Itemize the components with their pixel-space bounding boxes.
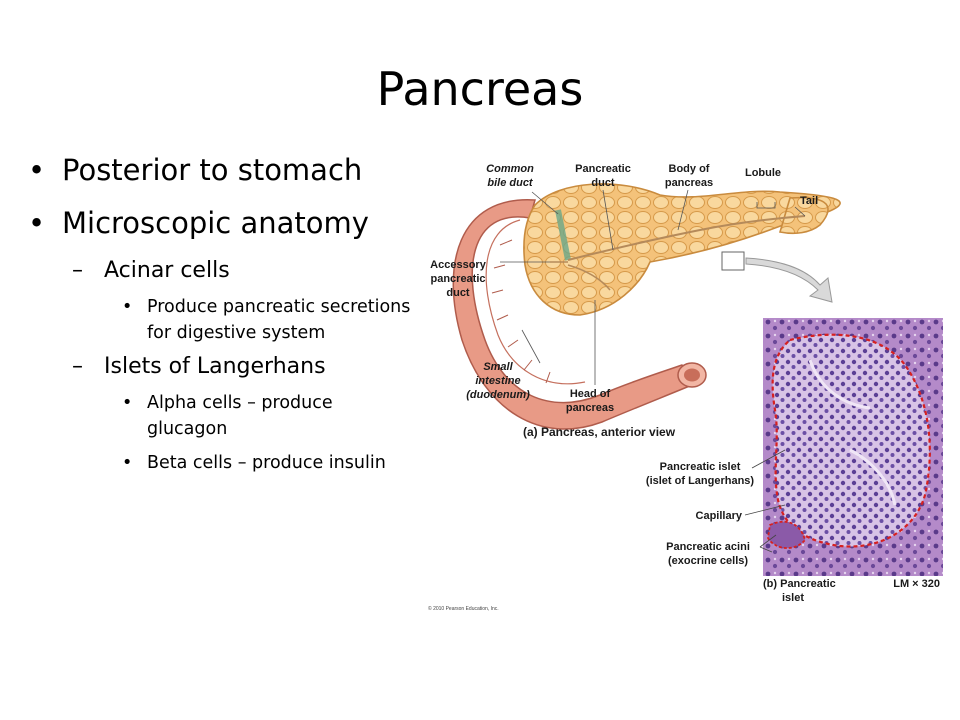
label-magnification: LM × 320 <box>893 578 940 590</box>
islet-micrograph <box>763 318 943 576</box>
sub-sub-bullet-acinar-desc: Produce pancreatic secretions for digest… <box>22 294 412 346</box>
bullet-posterior: Posterior to stomach <box>22 150 412 190</box>
label-pancreatic-duct-2: duct <box>591 177 615 189</box>
label-acini-2: (exocrine cells) <box>668 555 748 567</box>
caption-b-2: islet <box>782 592 804 604</box>
sub-bullet-islets: Islets of Langerhans <box>22 352 412 382</box>
label-pancreatic-duct-1: Pancreatic <box>575 163 631 175</box>
label-islet-1: Pancreatic islet <box>660 461 741 473</box>
label-body-2: pancreas <box>665 177 713 189</box>
label-body-1: Body of <box>669 163 710 175</box>
pancreatic-ducts <box>550 209 806 291</box>
duodenum <box>452 199 707 430</box>
label-islet-2: (islet of Langerhans) <box>646 475 755 487</box>
label-acini-1: Pancreatic acini <box>666 541 750 553</box>
copyright-notice: © 2010 Pearson Education, Inc. <box>428 605 499 612</box>
label-accessory-1: Accessory <box>430 259 487 271</box>
sub-sub-bullet-alpha: Alpha cells – produce glucagon <box>22 390 412 442</box>
label-capillary: Capillary <box>696 510 743 522</box>
label-accessory-3: duct <box>446 287 470 299</box>
pancreas-diagram: Common bile duct Pancreatic duct Body of… <box>428 163 943 612</box>
caption-b-1: (b) Pancreatic <box>763 578 836 590</box>
bullet-list: Posterior to stomach Microscopic anatomy… <box>22 150 412 480</box>
label-tail: Tail <box>800 195 818 207</box>
label-head-1: Head of <box>570 388 611 400</box>
label-common-bile-duct-1: Common <box>486 163 534 175</box>
diagram-labels: Common bile duct Pancreatic duct Body of… <box>428 163 940 612</box>
bullet-microscopic: Microscopic anatomy <box>22 203 412 243</box>
sub-bullet-acinar: Acinar cells <box>22 256 412 286</box>
label-accessory-2: pancreatic <box>430 273 485 285</box>
zoom-arrow <box>745 257 833 303</box>
micrograph-leader-lines <box>744 449 786 553</box>
label-head-2: pancreas <box>566 402 614 414</box>
sub-sub-bullet-beta: Beta cells – produce insulin <box>22 450 412 476</box>
slide-title: Pancreas <box>376 62 584 116</box>
label-common-bile-duct-2: bile duct <box>487 177 534 189</box>
lobule-box <box>721 251 745 271</box>
pancreas-body <box>523 183 841 316</box>
label-lobule: Lobule <box>745 167 781 179</box>
leader-lines <box>500 189 806 385</box>
caption-a: (a) Pancreas, anterior view <box>523 425 676 439</box>
label-small-intestine-3: (duodenum) <box>466 389 530 401</box>
label-small-intestine-1: Small <box>483 361 513 373</box>
label-small-intestine-2: intestine <box>475 375 520 387</box>
